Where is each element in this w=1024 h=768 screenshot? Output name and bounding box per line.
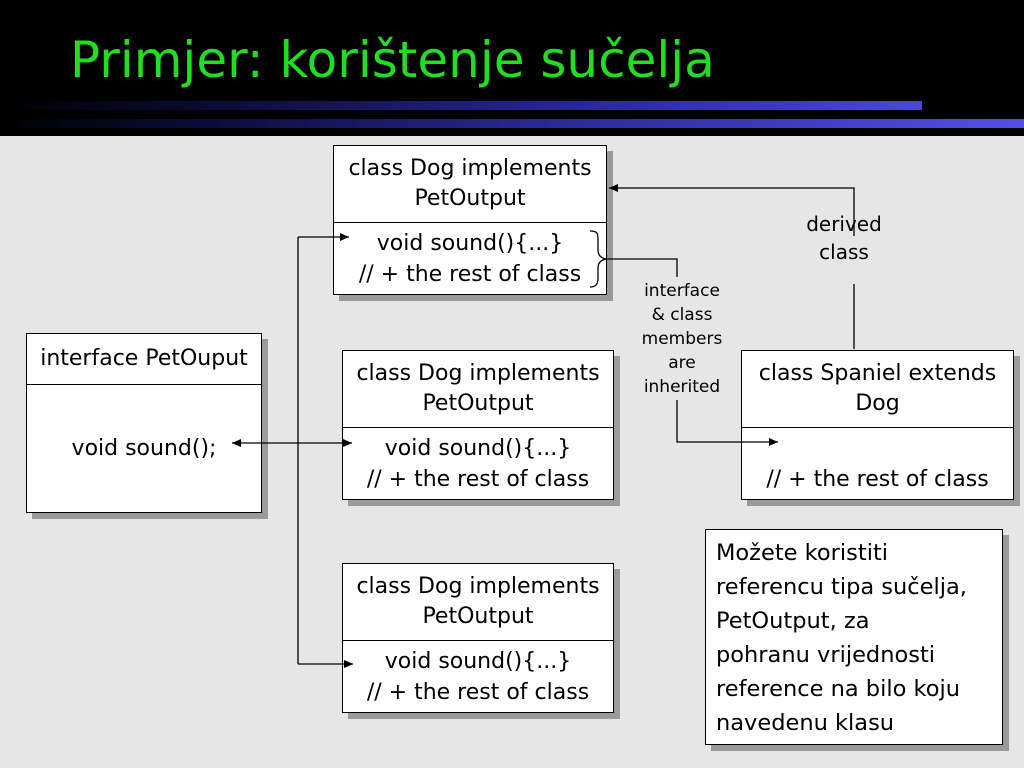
dog-class-box-3-body: void sound(){...} // + the rest of class: [343, 641, 613, 712]
spaniel-class-box-header: class Spaniel extends Dog: [742, 351, 1013, 428]
dog-class-box-3-header: class Dog implements PetOutput: [343, 564, 613, 641]
spaniel-class-box: class Spaniel extends Dog // + the rest …: [741, 350, 1014, 500]
inherited-label-line-5: inherited: [643, 377, 721, 397]
dog-class-box-2-rest: // + the rest of class: [366, 466, 590, 492]
derived-class-label-line-2: class: [819, 240, 869, 264]
dog-class-box-1-method: void sound(){...}: [376, 230, 564, 256]
interface-method: void sound();: [71, 436, 217, 461]
dog-class-box-3-rest: // + the rest of class: [366, 679, 590, 705]
dog-class-box-2-body: void sound(){...} // + the rest of class: [343, 428, 613, 499]
inherited-connector-top: [606, 258, 678, 277]
derived-class-label: derived class: [792, 210, 896, 266]
slide-header: Primjer: korištenje sučelja: [0, 0, 1024, 136]
dog-class-box-2-header: class Dog implements PetOutput: [343, 351, 613, 428]
header-stripe-lower: [0, 119, 1024, 128]
dog-class-box-1-header: class Dog implements PetOutput: [334, 146, 606, 223]
spaniel-class-box-header-line-1: class Spaniel extends: [758, 361, 997, 386]
inherited-connector-bottom: [676, 400, 778, 446]
header-stripe-upper: [0, 101, 922, 110]
dog-class-box-2: class Dog implements PetOutput void soun…: [342, 350, 614, 500]
dog-class-box-2-method: void sound(){...}: [384, 435, 572, 461]
note-line-3: PetOutput, za: [716, 608, 870, 634]
inherited-label-line-2: & class: [651, 305, 713, 325]
inherited-label-line-3: members: [641, 329, 723, 349]
dog-class-box-1-body: void sound(){...} // + the rest of class: [334, 223, 606, 294]
dog-class-box-1-header-line-1: class Dog implements: [348, 156, 592, 181]
spaniel-class-box-header-line-2: Dog: [855, 391, 900, 416]
inherited-label: interface & class members are inherited: [632, 279, 732, 399]
dog-class-box-1: class Dog implements PetOutput void soun…: [333, 145, 607, 295]
spaniel-class-box-body: // + the rest of class: [742, 428, 1013, 499]
derived-class-arrow-upper: [609, 184, 855, 236]
note-box: Možete koristiti referencu tipa sučelja,…: [705, 529, 1003, 745]
interface-box-body: void sound();: [27, 385, 261, 512]
dog-class-box-2-header-line-2: PetOutput: [422, 391, 534, 416]
inherited-label-line-1: interface: [644, 281, 720, 301]
member-brace: [589, 230, 607, 288]
spaniel-class-box-rest: // + the rest of class: [766, 467, 989, 492]
interface-box: interface PetOuput void sound();: [26, 333, 262, 513]
dog-class-box-3: class Dog implements PetOutput void soun…: [342, 563, 614, 713]
note-line-1: Možete koristiti: [716, 540, 889, 566]
dog-class-box-1-header-line-2: PetOutput: [414, 186, 526, 211]
dog-class-box-3-method: void sound(){...}: [384, 648, 572, 674]
slide-title: Primjer: korištenje sučelja: [70, 31, 715, 89]
note-line-5: reference na bilo koju: [716, 676, 960, 702]
note-line-4: pohranu vrijednosti: [716, 642, 936, 668]
inherited-label-line-4: are: [668, 353, 696, 373]
note-line-6: navedenu klasu: [716, 710, 895, 736]
note-line-2: referencu tipa sučelja,: [716, 574, 967, 600]
dog-class-box-1-rest: // + the rest of class: [358, 261, 582, 287]
interface-box-title: interface PetOuput: [40, 346, 248, 371]
dog-class-box-2-header-line-1: class Dog implements: [356, 361, 600, 386]
dog-class-box-3-header-line-1: class Dog implements: [356, 574, 600, 599]
dog-class-box-3-header-line-2: PetOutput: [422, 604, 534, 629]
interface-box-header: interface PetOuput: [27, 334, 261, 385]
derived-class-label-line-1: derived: [806, 212, 882, 236]
